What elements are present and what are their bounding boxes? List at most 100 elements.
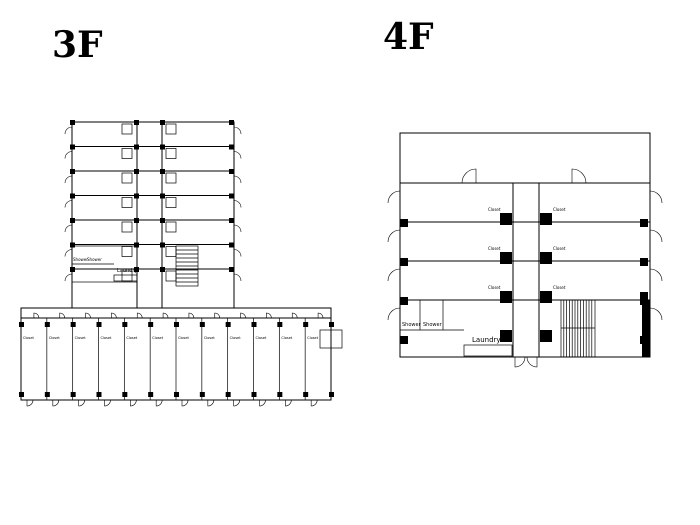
door-swing	[259, 399, 266, 407]
door-swing	[387, 190, 401, 204]
column	[277, 392, 283, 397]
column	[122, 392, 128, 397]
column	[19, 392, 24, 397]
closet-label: Closet	[553, 246, 566, 251]
door-swing	[233, 151, 242, 159]
column	[70, 169, 75, 174]
door-swing	[26, 399, 34, 407]
column	[134, 193, 139, 199]
closet-box	[121, 172, 133, 184]
closet-box	[165, 172, 177, 184]
closet-box	[165, 123, 177, 135]
closet-label: Closet	[23, 336, 35, 340]
closet-label: Closet	[49, 336, 61, 340]
door-swing	[317, 312, 324, 319]
floor-4f-shower-label-1: Shower	[402, 322, 422, 328]
column	[19, 322, 24, 327]
floor-3f-side-stair	[319, 329, 343, 349]
closet-label: Closet	[488, 285, 501, 290]
column	[70, 267, 75, 272]
door-swing	[266, 312, 272, 319]
column	[70, 322, 76, 327]
floor-3f-stack-outline	[71, 121, 235, 309]
door-swing	[233, 399, 240, 407]
closet-box	[165, 197, 177, 208]
door-swing	[233, 200, 242, 208]
column	[229, 193, 234, 199]
column	[174, 322, 179, 327]
door-swing	[649, 229, 663, 243]
closet-label: Closet	[204, 336, 216, 340]
floor-3f-title: 3F	[52, 24, 103, 66]
closet-label: Closet	[152, 336, 164, 340]
column	[500, 213, 512, 225]
column	[229, 144, 234, 150]
door-swing	[33, 312, 40, 319]
door-swing	[181, 399, 189, 407]
door-swing	[526, 356, 538, 368]
column	[225, 322, 231, 327]
floor-4f-service-area	[399, 299, 514, 358]
door-swing	[387, 307, 401, 321]
door-swing	[52, 399, 60, 407]
door-swing	[571, 168, 587, 184]
door-swing	[85, 312, 91, 319]
column	[134, 144, 139, 150]
column	[540, 330, 552, 342]
floor-3f-plan: Closet Closet Closet Closet Closet Closet Clos…	[19, 120, 343, 407]
closet-box	[121, 197, 133, 208]
column	[642, 300, 650, 357]
column	[134, 218, 139, 223]
column	[400, 297, 408, 305]
door-swing	[387, 268, 401, 282]
door-swing	[64, 175, 73, 184]
column	[329, 322, 334, 327]
door-swing	[207, 399, 215, 407]
door-swing	[111, 312, 117, 319]
column	[134, 267, 139, 272]
closet-box	[165, 221, 177, 233]
closet-label: Closet	[230, 336, 242, 340]
closet-box	[121, 246, 133, 257]
column	[70, 193, 75, 199]
door-swing	[59, 312, 66, 319]
closet-box	[165, 148, 177, 159]
closet-box	[165, 246, 177, 257]
column	[251, 392, 257, 397]
door-swing	[64, 200, 73, 208]
column	[400, 336, 408, 344]
door-swing	[104, 399, 111, 407]
closet-box	[121, 221, 133, 233]
closet-label: Closet	[256, 336, 268, 340]
door-swing	[233, 175, 242, 184]
column	[199, 392, 205, 397]
column	[160, 193, 165, 199]
column	[640, 258, 648, 266]
door-swing	[233, 126, 242, 135]
door-swing	[387, 229, 401, 243]
door-swing	[78, 399, 85, 407]
column	[70, 144, 75, 150]
column	[303, 392, 309, 397]
door-swing	[64, 249, 73, 257]
column	[148, 392, 154, 397]
column	[540, 213, 552, 225]
closet-label: Closet	[178, 336, 190, 340]
door-swing	[64, 151, 73, 159]
column	[199, 322, 205, 327]
column	[500, 291, 512, 303]
column	[640, 219, 648, 227]
column	[44, 392, 50, 397]
column	[229, 218, 234, 223]
column	[160, 144, 165, 150]
closet-box	[121, 123, 133, 135]
column	[160, 267, 165, 272]
column	[174, 392, 179, 397]
column	[160, 120, 165, 125]
door-swing	[188, 312, 195, 319]
door-swing	[130, 399, 137, 407]
closet-label: Closet	[126, 336, 138, 340]
door-swing	[64, 126, 73, 135]
door-swing	[233, 249, 242, 257]
